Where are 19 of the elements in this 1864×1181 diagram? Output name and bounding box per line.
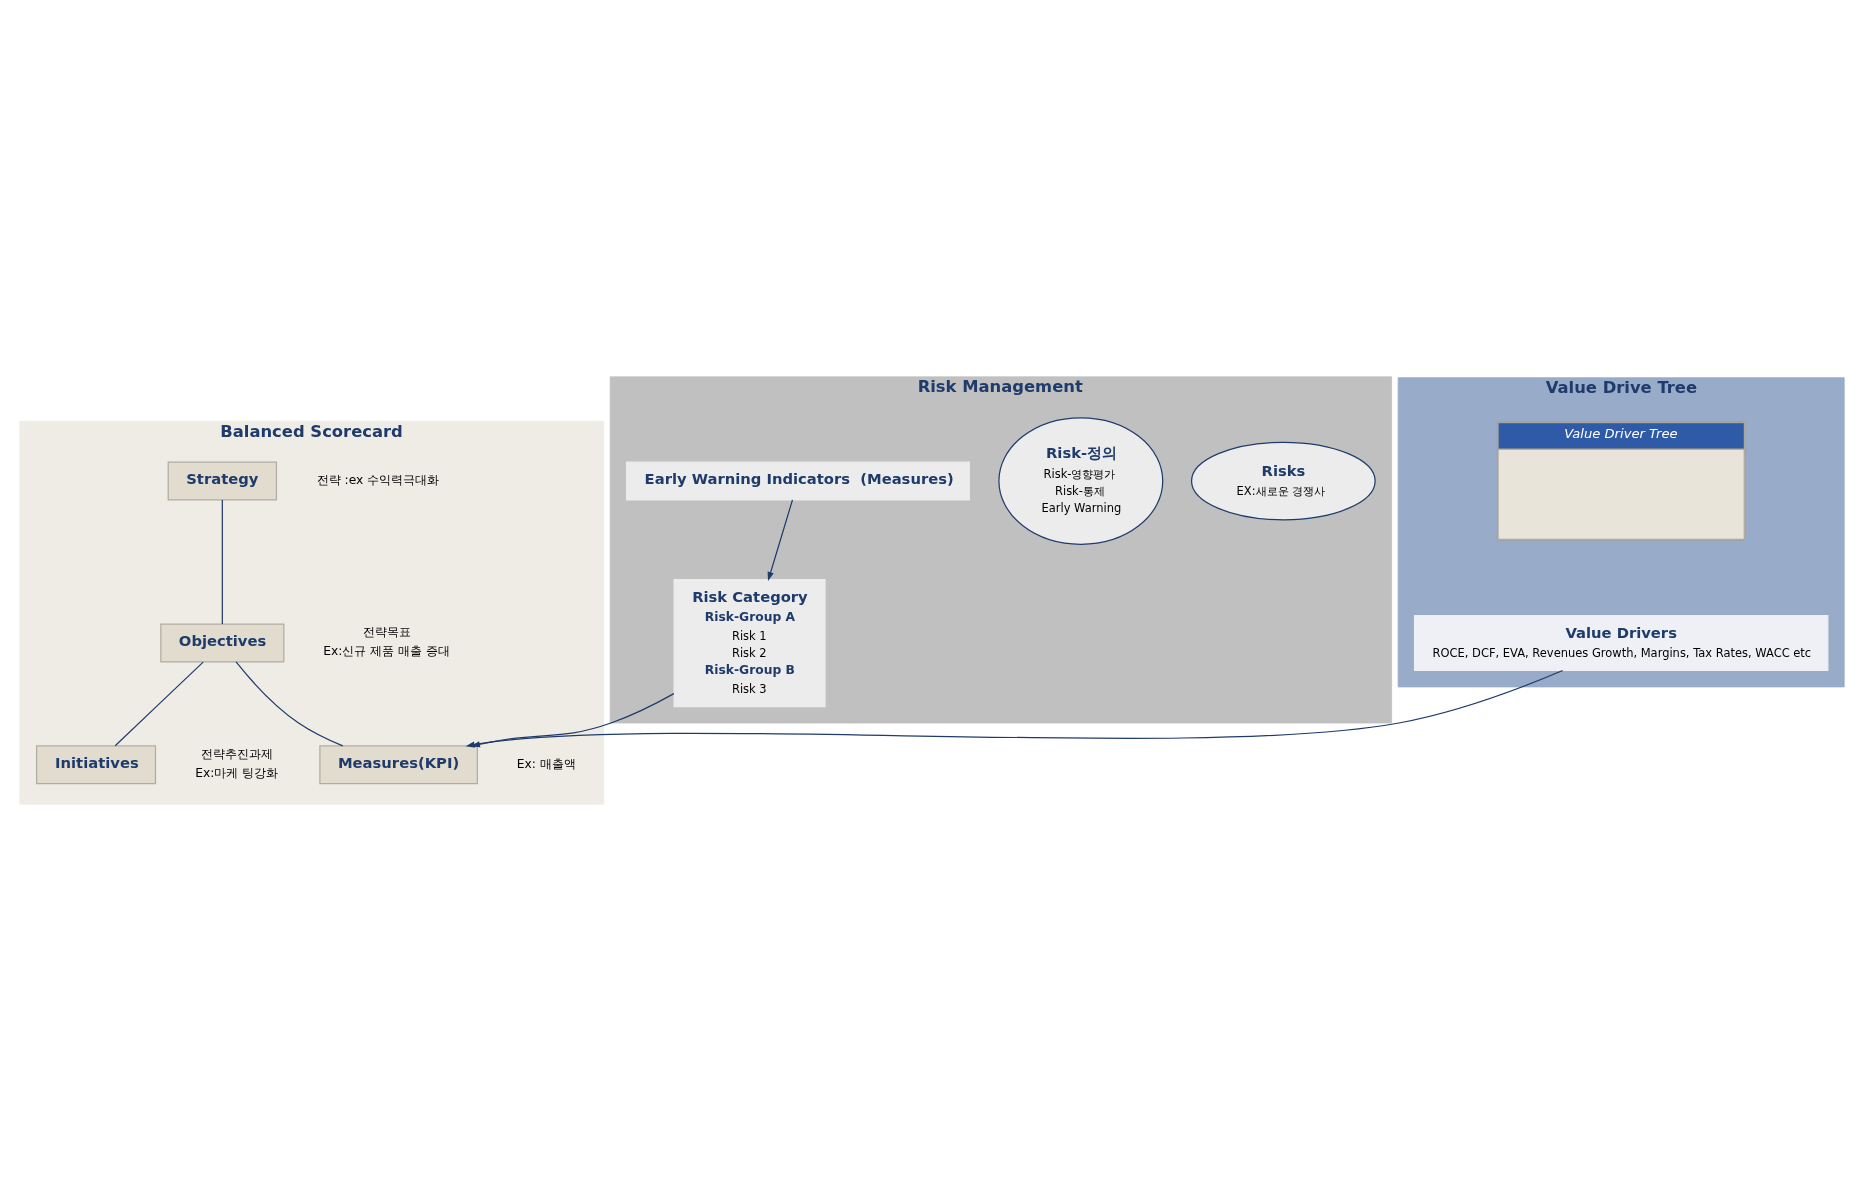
connector	[235, 661, 344, 747]
node-label: Ex:마케 팅강화	[195, 766, 279, 781]
node-ellipse: Risks EX:새로운 경쟁사	[1190, 441, 1376, 521]
node-label: 전략추진과제	[200, 747, 273, 762]
connector	[114, 661, 204, 747]
arrow	[767, 499, 794, 582]
node-box: Initiatives	[36, 745, 157, 785]
node-label: 전략목표	[362, 625, 411, 640]
node-box: Objectives	[160, 623, 285, 663]
node-box: Strategy	[167, 461, 278, 501]
node-ellipse: Risk-정의 Risk-영향평가 Risk-통제 Early Warning	[998, 417, 1164, 545]
node-box: Early Warning Indicators (Measures)	[625, 461, 970, 501]
connector	[221, 499, 223, 625]
node-label: 전략 :ex 수익력극대화	[316, 473, 440, 488]
node-label: Ex: 매출액	[516, 757, 576, 772]
node-box: Risk Category Risk-Group A Risk 1 Risk 2 Risk-Group B Risk 3	[673, 578, 826, 708]
node-label: Ex:신규 제품 매출 증대	[323, 644, 451, 659]
node-box: Measures(KPI)	[319, 745, 478, 785]
node-box: Value Drivers ROCE, DCF, EVA, Revenues Growth, Margins, Tax Rates, WACC etc	[1413, 614, 1829, 672]
